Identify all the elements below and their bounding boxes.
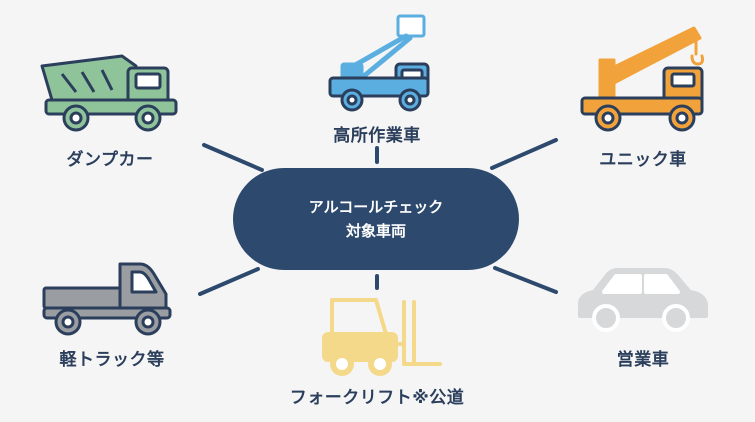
- connector-crane: [490, 138, 558, 170]
- dump-truck-icon: [40, 54, 178, 132]
- connector-car: [493, 266, 558, 294]
- sedan-car-label: 営業車: [616, 350, 670, 370]
- connector-pickup: [198, 267, 260, 296]
- forklift-icon: [322, 298, 442, 376]
- connector-dump: [202, 143, 264, 172]
- crane-truck-icon: [580, 26, 704, 132]
- forklift-label: フォークリフト※公道: [289, 388, 465, 408]
- pickup-truck-icon: [42, 262, 172, 336]
- pickup-truck-label: 軽トラック等: [59, 350, 165, 370]
- hub-title-line1: アルコールチェック: [308, 198, 444, 216]
- sedan-car-icon: [578, 268, 708, 332]
- crane-truck-label: ユニック車: [599, 150, 687, 170]
- aerial-work-truck-label: 高所作業車: [333, 126, 421, 146]
- aerial-work-truck-icon: [328, 14, 430, 112]
- hub-title-line2: 対象車両: [345, 222, 406, 240]
- hub-alcohol-check: アルコールチェック 対象車両: [233, 168, 519, 270]
- dump-truck-label: ダンプカー: [66, 150, 154, 170]
